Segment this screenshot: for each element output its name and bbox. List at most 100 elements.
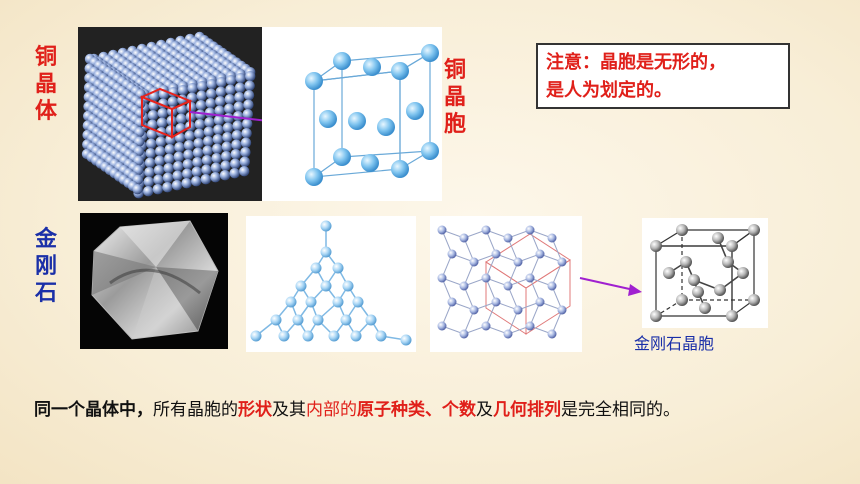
copper-atom xyxy=(144,157,156,168)
tetrahedral-atom xyxy=(332,296,344,308)
copper-atom xyxy=(215,96,226,107)
copper-atom xyxy=(229,168,240,179)
cell-atom xyxy=(391,62,409,80)
copper-atom xyxy=(233,101,244,112)
copper-unit-cell-image xyxy=(262,27,442,201)
tetrahedral-atom xyxy=(320,220,332,232)
copper-atom xyxy=(210,162,222,173)
tetrahedral-atom xyxy=(292,314,304,326)
diamond-unit-cell-image xyxy=(642,218,768,328)
copper-atom xyxy=(240,137,252,148)
copper-atom xyxy=(184,130,195,141)
copper-atom xyxy=(164,153,175,164)
copper-atom xyxy=(234,82,246,93)
copper-atom xyxy=(213,124,224,135)
copper-atom xyxy=(195,100,207,111)
copper-atom xyxy=(240,147,251,158)
copper-atom xyxy=(201,155,213,166)
copper-atom xyxy=(244,80,255,91)
copper-atom xyxy=(173,151,184,162)
diamond-lattice-image xyxy=(430,216,582,352)
copper-atom xyxy=(155,146,166,157)
diamond-cell-atom xyxy=(748,294,760,306)
copper-atom xyxy=(232,120,243,131)
copper-atom xyxy=(203,136,214,147)
copper-atom-lattice xyxy=(81,31,256,199)
copper-atom xyxy=(191,166,202,177)
copper-atom xyxy=(216,77,227,88)
copper-atom xyxy=(154,155,165,166)
lattice-atom xyxy=(503,329,513,339)
tetrahedral-atom xyxy=(285,296,297,308)
tetrahedral-atom xyxy=(350,330,362,342)
diamond-char: 刚 xyxy=(34,254,57,279)
statement-highlight: 原子种类、个数 xyxy=(357,400,476,420)
copper-atom xyxy=(183,140,195,151)
statement-part: 内部的 xyxy=(306,400,357,420)
statement-part: 同一个晶体中， xyxy=(34,400,153,420)
lattice-atom xyxy=(459,281,469,291)
copper-atom xyxy=(235,73,246,84)
statement-part: 所有晶胞的 xyxy=(153,400,238,420)
copper-atom xyxy=(194,119,205,130)
tetrahedral-atom xyxy=(320,280,332,292)
copper-atom xyxy=(156,117,168,128)
lattice-atom xyxy=(525,321,535,331)
copper-cell-char: 铜 xyxy=(443,58,466,83)
cell-atom xyxy=(421,44,439,62)
lattice-atom xyxy=(437,321,447,331)
copper-atom xyxy=(206,88,217,99)
lattice-atom xyxy=(447,297,457,307)
lattice-atom xyxy=(491,297,501,307)
copper-atom xyxy=(206,79,217,90)
tetrahedral-atom xyxy=(375,330,387,342)
copper-atom xyxy=(245,71,256,82)
tetrahedral-atom xyxy=(295,280,307,292)
lattice-atom xyxy=(503,233,513,243)
copper-cell-char: 胞 xyxy=(443,112,466,137)
lattice-atom xyxy=(503,281,513,291)
copper-atom xyxy=(224,103,235,114)
cell-atom xyxy=(348,112,366,130)
copper-atom xyxy=(221,151,232,162)
lattice-atom xyxy=(513,305,523,315)
cell-atom xyxy=(333,52,351,70)
copper-atom xyxy=(197,81,208,92)
copper-atom xyxy=(162,182,173,193)
copper-atom xyxy=(164,144,175,155)
copper-atom xyxy=(192,147,204,158)
diamond-cell-atom xyxy=(737,267,749,279)
lattice-atom xyxy=(481,225,491,235)
copper-atom xyxy=(243,99,254,110)
copper-atom xyxy=(213,115,225,126)
copper-crystal-char: 晶 xyxy=(34,72,57,97)
tetrahedral-atom xyxy=(342,280,354,292)
copper-atom xyxy=(239,156,250,167)
copper-atom xyxy=(224,94,235,105)
copper-atom xyxy=(234,92,245,103)
lattice-atom xyxy=(437,273,447,283)
tetrahedral-atom xyxy=(312,314,324,326)
copper-atom xyxy=(194,128,205,139)
lattice-atom xyxy=(481,321,491,331)
copper-atom xyxy=(205,98,216,109)
copper-atom xyxy=(146,129,157,140)
lattice-atom xyxy=(469,257,479,267)
lattice-atom xyxy=(525,273,535,283)
copper-atom xyxy=(219,170,231,181)
lattice-atom xyxy=(491,249,501,259)
statement-part: 及 xyxy=(476,400,493,420)
lattice-atom xyxy=(447,249,457,259)
copper-atom xyxy=(162,172,174,183)
lattice-atom xyxy=(535,297,545,307)
note-line-2: 是人为划定的。 xyxy=(546,80,672,101)
lattice-atom xyxy=(547,233,557,243)
tetrahedral-atom xyxy=(365,314,377,326)
tetrahedral-atom xyxy=(352,296,364,308)
copper-atom xyxy=(171,180,183,191)
copper-crystal-image xyxy=(78,27,262,201)
cell-atom xyxy=(391,160,409,178)
diamond-cell-atom xyxy=(650,310,662,322)
diamond-tetrahedral-structure xyxy=(246,216,416,352)
diamond-cell-atom xyxy=(722,256,734,268)
